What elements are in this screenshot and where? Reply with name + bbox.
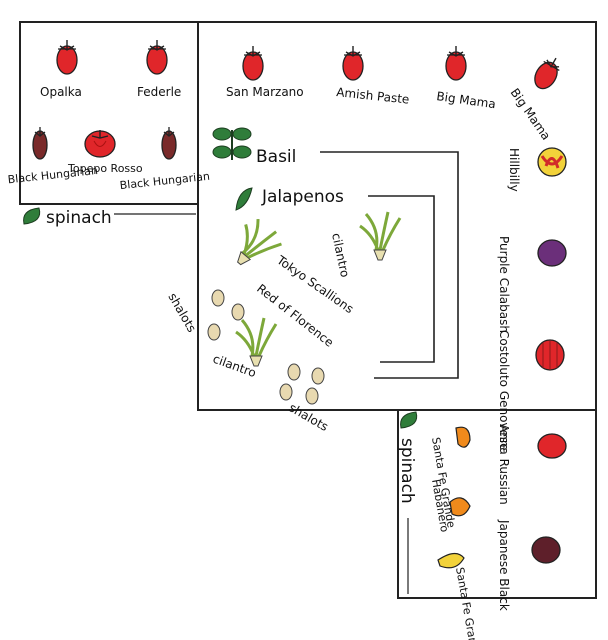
pepper-label-santa-fe-grande-2: Santa Fe Grande — [453, 566, 482, 640]
pepper-santa-fe-2-icon — [437, 552, 465, 569]
hillbilly-streaks — [540, 155, 564, 169]
pepper-santa-fe-icon — [455, 426, 471, 448]
plant-label-amish-paste: Amish Paste — [336, 85, 410, 107]
plant-label-big-mama-1: Big Mama — [436, 89, 497, 111]
plant-label-hillbilly: Hillbilly — [507, 148, 521, 192]
tomato-big-mama-icon — [445, 45, 467, 81]
tomato-opalka-icon — [56, 39, 78, 75]
plant-label-big-mama-2: Big Mama — [508, 86, 554, 143]
scallion-icon — [222, 212, 287, 278]
spinach-leaf-icon — [23, 207, 41, 225]
main-bed-right-column: Hillbilly Purple Calabash Costoluto Geno… — [497, 147, 567, 451]
main-bed-center: Tokyo Scallions Red of Florence cilantro… — [165, 210, 402, 434]
main-bed-herbs: Basil Jalapenos — [212, 127, 344, 211]
shallot-icon-2 — [231, 303, 245, 321]
tomato-hillbilly-icon — [537, 147, 567, 177]
shallot-icon-3 — [207, 323, 221, 341]
plant-label-opalka: Opalka — [40, 85, 82, 99]
center-label-shalots-1: shalots — [165, 291, 199, 335]
tomato-federle-icon — [146, 39, 168, 75]
path-line-outer — [320, 151, 459, 379]
cilantro-top-icon — [358, 210, 402, 262]
center-label-cilantro-1: cilantro — [329, 232, 352, 279]
tomato-san-marzano-icon — [242, 45, 264, 81]
lower-bed-spinach-label: spinach — [397, 438, 417, 504]
shallot-icon-5 — [311, 367, 325, 385]
tomato-black-hungarian-icon — [32, 126, 48, 160]
tomato-amish-paste-icon — [342, 45, 364, 81]
plant-label-costoluto-genovese: Costoluto Genovese — [497, 330, 511, 451]
shallot-icon-1 — [211, 289, 225, 307]
lower-right-bed-border — [397, 409, 597, 599]
pepper-habanero-icon — [449, 497, 471, 517]
shallot-icon-4 — [287, 363, 301, 381]
tomato-anna-russian-icon — [537, 433, 567, 459]
jalapeno-icon — [235, 187, 253, 211]
lower-right-bed: spinach Santa Fe Grande Habanero Santa F… — [397, 411, 567, 640]
tomato-label-anna-russian: Anna Russian — [497, 424, 511, 505]
tomato-purple-calabash-icon — [537, 239, 567, 267]
plant-label-san-marzano: San Marzano — [226, 85, 304, 99]
main-bed-border — [197, 21, 597, 411]
shallot-icon-6 — [279, 383, 293, 401]
tomato-japanese-black-icon — [531, 536, 561, 564]
tomato-black-hungarian-2-icon — [161, 126, 177, 160]
spinach-leaf-2-icon — [400, 411, 418, 429]
shallot-icon-7 — [305, 387, 319, 405]
plant-label-federle: Federle — [137, 85, 181, 99]
main-bed-top-row: San Marzano Amish Paste Big Mama Big Mam… — [226, 45, 566, 143]
center-label-shalots-2: shalots — [287, 400, 331, 434]
tomato-topepo-rosso-icon — [84, 129, 116, 158]
small-bed-spinach-label: spinach — [46, 208, 112, 228]
basil-icon — [212, 127, 252, 160]
costoluto-ribs — [542, 341, 558, 370]
herb-label-basil: Basil — [256, 147, 296, 167]
herb-label-jalapenos: Jalapenos — [261, 187, 344, 207]
plant-label-purple-calabash: Purple Calabash — [497, 236, 511, 333]
cilantro-bottom-icon — [234, 316, 278, 368]
small-bed: Opalka Federle Black Hungarian Topepo Ro… — [7, 39, 210, 228]
plant-label-topepo-rosso: Topepo Rosso — [67, 162, 143, 175]
tomato-big-mama-2-icon — [529, 52, 566, 94]
tomato-label-japanese-black: Japanese Black — [497, 519, 511, 611]
